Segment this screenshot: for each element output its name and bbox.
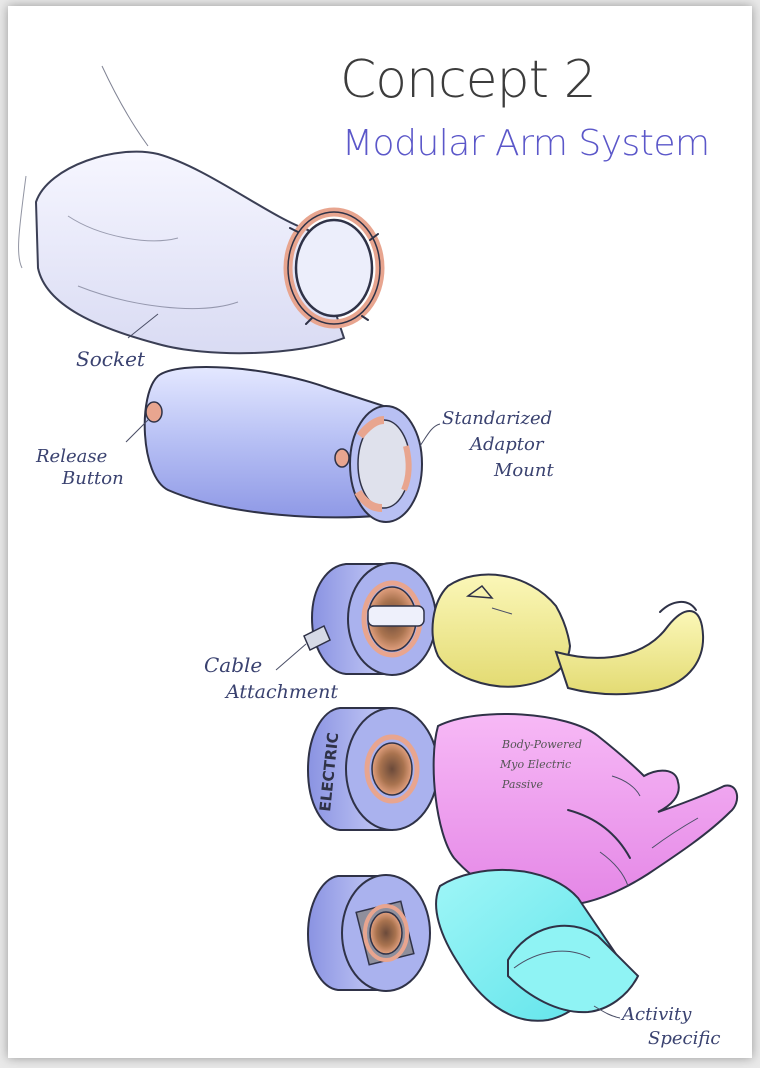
electric-disc: ELECTRIC: [308, 708, 438, 830]
concept-sheet: Concept 2 Modular Arm System: [8, 6, 752, 1058]
adaptor-label-2: Adaptor: [468, 434, 545, 455]
sketch-illustration: Socket Release Button Standarized Adapto…: [8, 6, 752, 1058]
release-label-2: Button: [61, 468, 124, 489]
activity-disc: [308, 875, 430, 991]
hand-note-2: Myo Electric: [499, 758, 571, 771]
cable-label-2: Attachment: [224, 681, 338, 703]
hand-note-3: Passive: [501, 778, 543, 791]
cable-disc: [304, 563, 436, 675]
socket-label: Socket: [76, 347, 146, 371]
activity-label-2: Specific: [648, 1028, 720, 1049]
cable-label-1: Cable: [204, 653, 262, 677]
release-label-1: Release: [35, 446, 107, 467]
socket-sketch: [19, 66, 380, 353]
adaptor-label-3: Mount: [493, 460, 554, 481]
adaptor-label-1: Standarized: [442, 408, 552, 429]
hand-note-1: Body-Powered: [501, 738, 582, 751]
activity-label-1: Activity: [620, 1004, 692, 1025]
hook-terminal: [433, 575, 704, 695]
adaptor-tube: [145, 367, 422, 522]
